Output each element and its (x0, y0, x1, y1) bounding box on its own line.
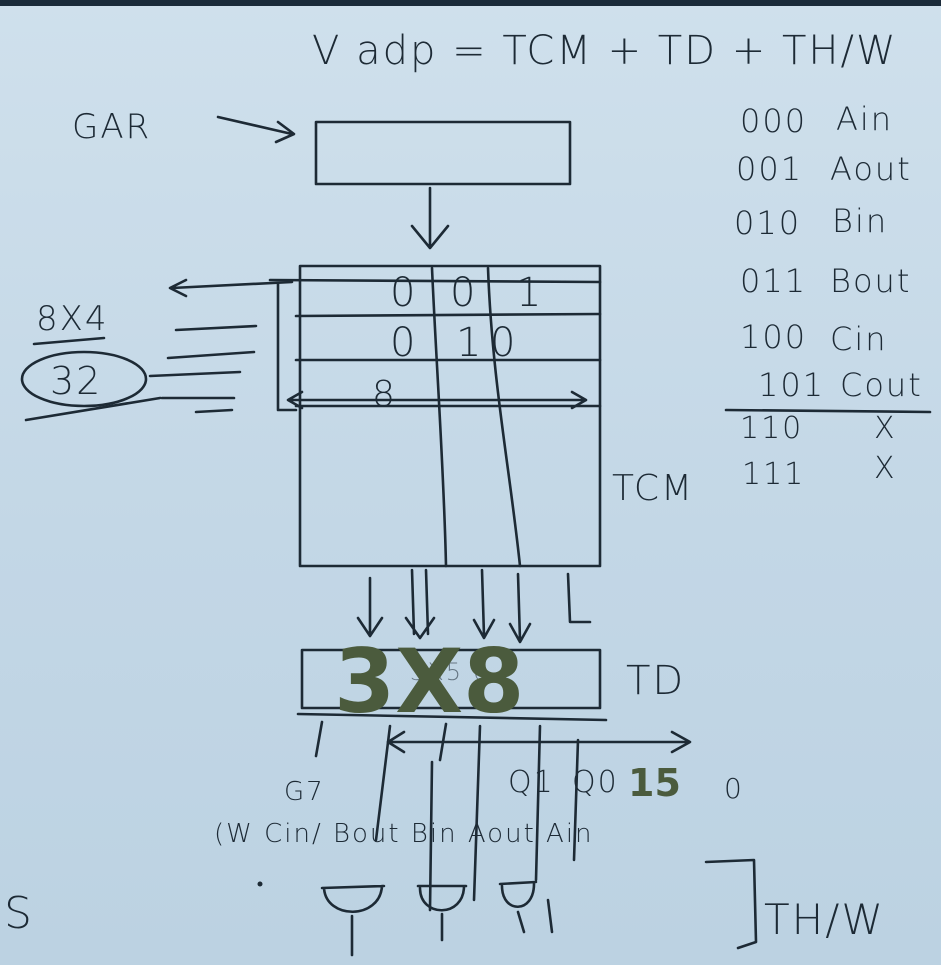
memory-cell-r2c2: 1 (456, 320, 483, 366)
register-label: GAR (72, 107, 151, 147)
left-letter: S (4, 888, 34, 939)
decode-code-3: 010 (734, 204, 801, 242)
decode-signal-3: Bin (832, 202, 888, 240)
dot-mark (258, 882, 263, 887)
decode-signal-6: Cout (840, 366, 923, 404)
output-label-q0: Q0 (572, 765, 619, 800)
decode-code-2: 001 (736, 150, 803, 188)
register-to-memory-arrow (412, 188, 448, 248)
decode-code-8: 111 (742, 457, 805, 492)
memory-row-line-1 (296, 314, 600, 316)
decode-code-7: 110 (740, 411, 803, 446)
decode-signal-7: X (874, 411, 897, 446)
memory-bracket (278, 284, 296, 410)
memory-cell-r1c2: 0 (450, 270, 477, 316)
memory-cell-r1c1: 0 (390, 270, 417, 316)
decoder-time-label: TD (626, 658, 685, 704)
register-box (316, 122, 570, 184)
decode-code-4: 011 (740, 262, 807, 300)
decode-signal-2: Aout (830, 150, 912, 188)
decode-signal-8: X (874, 451, 897, 486)
memory-cell-r2c1: 0 (390, 320, 417, 366)
memory-left-arrow (170, 280, 292, 296)
gates (322, 882, 552, 955)
register-arrow (218, 117, 294, 142)
decode-signal-5: Cin (830, 320, 888, 358)
memory-size-value: 32 (50, 359, 102, 403)
control-signals: (W Cin/ Bout Bin Aout Ain (214, 819, 594, 849)
output-label-g7: G7 (284, 777, 325, 807)
memory-top-line (270, 280, 600, 282)
gates-label: TH/W (764, 895, 885, 944)
decode-code-5: 100 (740, 318, 807, 356)
memory-label: TCM (612, 468, 694, 509)
memory-cell-r2c3: 0 (490, 320, 517, 366)
equation: V adp = TCM + TD + TH/W (312, 28, 898, 74)
decode-table: 000 Ain 001 Aout 010 Bin 011 Bout 100 Ci… (726, 100, 930, 492)
memory-width-label: 8 (372, 374, 397, 415)
memory-column-line-1 (432, 268, 446, 566)
decode-code-1: 000 (740, 102, 807, 140)
decode-signal-4: Bout (830, 262, 911, 300)
output-label-15: 15 (628, 761, 681, 805)
output-label-q1: Q1 (508, 765, 555, 800)
gates-bracket (706, 860, 756, 948)
decode-signal-1: Ain (836, 100, 893, 138)
decoder-output-lines (316, 722, 578, 910)
memory-cell-r1c3: 1 (516, 270, 543, 316)
decode-code-6: 101 (758, 366, 825, 404)
memory-size-label: 8X4 (36, 299, 109, 339)
output-label-0: 0 (724, 772, 744, 805)
